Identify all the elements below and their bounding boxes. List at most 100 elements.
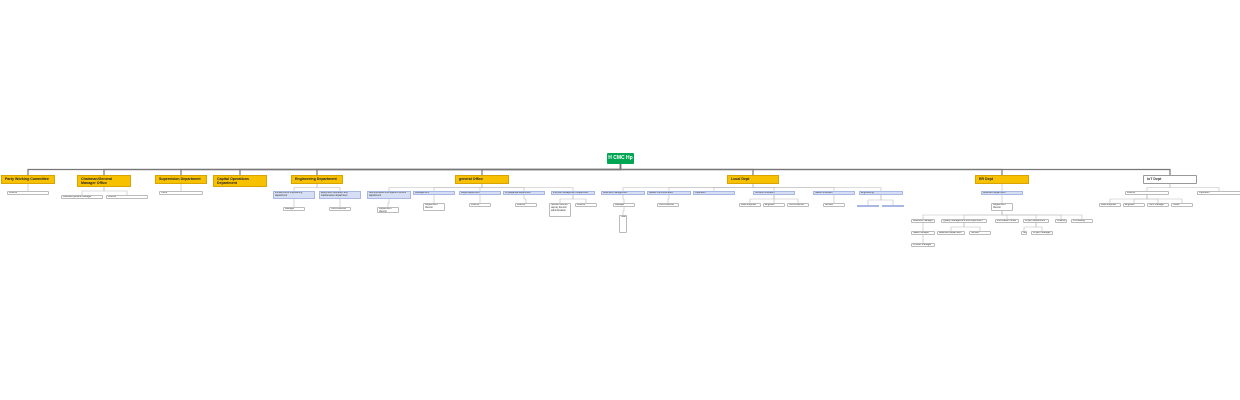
org-node[interactable]: Engineer [1123, 203, 1145, 207]
node-label: Lead engineer [741, 203, 757, 206]
connector-line [316, 184, 341, 191]
org-node[interactable]: Department director [423, 203, 445, 211]
org-node[interactable]: Tester [1171, 203, 1193, 207]
node-label: Engineering [861, 191, 874, 194]
org-node[interactable]: Project department [1023, 219, 1049, 223]
org-node[interactable]: Office [159, 191, 203, 195]
node-label: Capital Operations Department [217, 177, 249, 185]
org-node[interactable]: Lead engineer [1099, 203, 1121, 207]
org-node[interactable]: Commissioner [329, 207, 351, 211]
node-label: Information center [997, 219, 1017, 222]
org-node[interactable]: Department director [991, 203, 1013, 211]
org-node[interactable]: Business department [937, 231, 965, 235]
org-node[interactable]: Sales innovation [813, 191, 855, 195]
connector-line [1023, 223, 1037, 231]
node-label: Service department [971, 231, 983, 234]
org-node[interactable]: Director [515, 203, 537, 207]
org-node[interactable]: Quality management and supervision depar… [941, 219, 987, 223]
node-label: Director [517, 203, 526, 206]
connector-line [1133, 195, 1148, 203]
org-node[interactable]: Service manager [823, 203, 845, 207]
node-label: Supervision Department [159, 177, 201, 181]
connector-line [481, 164, 622, 175]
node-label: Manager [285, 207, 295, 210]
org-node[interactable]: Staff [619, 215, 627, 233]
org-node[interactable]: Internal management department [551, 191, 595, 195]
org-node[interactable]: Lead engineer [739, 203, 761, 207]
org-root-node[interactable]: H CMC Hp [607, 153, 634, 164]
org-node[interactable]: Infrastructure engineering department [273, 191, 315, 199]
org-node[interactable]: Operation [1197, 191, 1240, 195]
org-node[interactable]: Commissioner [787, 203, 809, 207]
department-node[interactable]: ER Dept [975, 175, 1029, 184]
org-node[interactable]: Service department [969, 231, 991, 235]
org-node[interactable]: Staff [882, 205, 904, 207]
org-node[interactable]: Director [575, 203, 597, 207]
org-node[interactable]: Section director deputy director adminis… [549, 203, 571, 217]
connector-line [103, 187, 128, 195]
org-node[interactable]: Sales manager [911, 231, 935, 235]
connector-line [773, 195, 799, 203]
node-label: Department director [379, 207, 392, 213]
org-node[interactable]: Director [1125, 191, 1169, 195]
org-node[interactable]: Lead [857, 205, 879, 207]
org-node[interactable]: Administrative and logistics service dep… [367, 191, 411, 199]
org-node[interactable]: Staff [1021, 231, 1027, 235]
org-node[interactable]: Operation [693, 191, 735, 195]
org-node[interactable]: Market communication [647, 191, 691, 195]
connector-line [619, 164, 1171, 175]
node-label: Sales innovation [815, 191, 833, 194]
node-label: Administrative and logistics service dep… [369, 191, 407, 197]
org-node[interactable]: Project manager [1031, 231, 1053, 235]
org-node[interactable]: Legal department [459, 191, 501, 195]
department-node[interactable]: Party Working Committee [1, 175, 55, 184]
org-node[interactable]: Purchasing department [1071, 219, 1093, 223]
node-label: Business management [603, 191, 628, 194]
node-label: Product manager [913, 243, 932, 246]
org-node[interactable]: Director [469, 203, 491, 207]
org-node[interactable]: Engineering [859, 191, 903, 195]
department-node[interactable]: Supervision Department [155, 175, 207, 184]
org-node[interactable]: Commissioner [657, 203, 679, 207]
department-node[interactable]: Chairman/General Manager Office [77, 175, 131, 187]
node-label: Business manager [913, 219, 933, 222]
org-node[interactable]: Management [413, 191, 455, 195]
org-node[interactable]: Assistant general manager [61, 195, 103, 199]
org-node[interactable]: Propaganda department [503, 191, 545, 195]
department-node[interactable]: IoT Dept [1143, 175, 1197, 184]
connector-line [481, 184, 574, 191]
org-node[interactable]: Product manager [911, 243, 935, 247]
connector-line [433, 184, 483, 191]
department-node[interactable]: Engineering Department [291, 175, 343, 184]
node-label: Business department [983, 191, 1006, 194]
org-node[interactable]: Manager [613, 203, 635, 207]
org-node[interactable]: Information center [995, 219, 1019, 223]
node-label: Operation [695, 191, 706, 194]
node-label: Service manager [825, 203, 834, 206]
connector-line [963, 223, 981, 231]
node-label: Project manager [1033, 231, 1051, 234]
connector-line [713, 184, 754, 191]
org-node[interactable]: Business manager [911, 219, 935, 223]
org-node[interactable]: Manager [283, 207, 305, 211]
org-node[interactable]: Service innovation [753, 191, 795, 195]
node-label: Staff [884, 205, 889, 207]
department-node[interactable]: Local Dept [727, 175, 779, 184]
org-node[interactable]: Director [106, 195, 148, 199]
connector-line [622, 207, 625, 215]
node-label: Equipment operation and maintenance depa… [321, 191, 348, 197]
org-node[interactable]: Tech manager [1147, 203, 1169, 207]
node-label: Manager [615, 203, 625, 206]
org-node[interactable]: Business department [981, 191, 1023, 195]
org-node[interactable]: Engineer [763, 203, 785, 207]
department-node[interactable]: Capital Operations Department [213, 175, 267, 187]
org-node[interactable]: Business management [601, 191, 645, 195]
node-label: Legal department [461, 191, 480, 194]
connector-line [749, 195, 775, 203]
department-node[interactable]: general Office [455, 175, 509, 184]
org-node[interactable]: Director [7, 191, 49, 195]
org-node[interactable]: Equipment operation and maintenance depa… [319, 191, 361, 199]
org-node[interactable]: Finance [1055, 219, 1067, 223]
node-label: Tech manager [1149, 203, 1165, 206]
org-node[interactable]: Department director [377, 207, 399, 213]
